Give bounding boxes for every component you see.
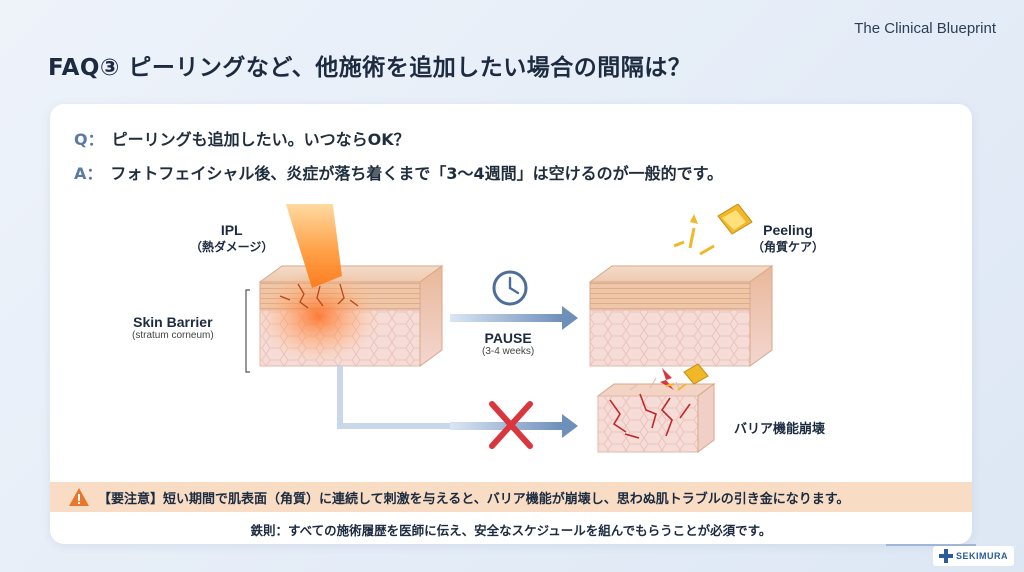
- ipl-beam: [285, 204, 342, 288]
- content-card: Q： ピーリングも追加したい。いつならOK？ A： フォトフェイシャル後、炎症が落ち…: [50, 104, 972, 544]
- logo-mark-icon: [938, 549, 953, 563]
- interval-diagram: IPL （熱ダメージ） Skin Barrier (stratum corneu…: [50, 204, 972, 484]
- answer-text: フォトフェイシャル後、炎症が落ち着くまで「3〜4週間」は空けるのが一般的です。: [110, 164, 724, 183]
- ipl-label-en: IPL: [220, 222, 243, 238]
- company-logo: SEKIMURA: [932, 546, 1014, 566]
- barrier-collapse-text: バリア機能崩壊: [734, 422, 826, 437]
- page-title: FAQ③ ピーリングなど、他施術を追加したい場合の間隔は？: [48, 55, 692, 81]
- clock-icon: [492, 270, 528, 306]
- lightning-icon: [660, 368, 674, 390]
- brand-label: The Clinical Blueprint: [854, 20, 996, 37]
- barrier-collapse-label: バリア機能崩壊: [734, 418, 825, 437]
- barrier-bracket: [245, 289, 250, 373]
- corner-decoration: [886, 544, 976, 546]
- pause-arrow: [450, 314, 562, 322]
- peeling-label-jp: （角質ケア）: [752, 240, 825, 254]
- rule-text: 鉄則：すべての施術履歴を医師に伝え、安全なスケジュールを組んでもらうことが必須で…: [250, 523, 772, 538]
- peeling-tool-small-icon: [665, 363, 709, 391]
- answer-row: A： フォトフェイシャル後、炎症が落ち着くまで「3〜4週間」は空けるのが一般的です…: [74, 160, 723, 184]
- question-row: Q： ピーリングも追加したい。いつならOK？: [74, 126, 410, 150]
- warning-icon: [69, 488, 89, 506]
- skin-block-ipl: [256, 265, 444, 367]
- skin-block-peeling: [588, 265, 774, 367]
- logo-text: SEKIMURA: [955, 551, 1008, 561]
- question-tag: Q：: [74, 130, 104, 149]
- peeling-label-en: Peeling: [763, 222, 813, 238]
- prohibited-cross-icon: [489, 401, 533, 449]
- warning-bar: 【要注意】短い期間で肌表面（角質）に連続して刺激を与えると、バリア機能が崩壊し、…: [50, 482, 972, 512]
- ipl-label: IPL （熱ダメージ）: [190, 222, 273, 255]
- skin-barrier-label-sub: (stratum corneum): [132, 330, 214, 341]
- skin-block-damaged: [596, 377, 716, 453]
- skin-barrier-label: Skin Barrier (stratum corneum): [132, 314, 214, 341]
- peeling-label: Peeling （角質ケア）: [752, 222, 824, 255]
- question-text: ピーリングも追加したい。いつならOK？: [111, 130, 410, 149]
- peeling-tool-icon: [673, 204, 753, 256]
- ipl-label-jp: （熱ダメージ）: [190, 240, 274, 254]
- skin-barrier-label-en: Skin Barrier: [133, 314, 213, 330]
- answer-tag: A：: [74, 164, 103, 183]
- pause-label-sub: (3-4 weeks): [482, 346, 535, 357]
- pause-label: PAUSE (3-4 weeks): [482, 330, 534, 357]
- pause-label-en: PAUSE: [484, 330, 532, 346]
- warning-text: 【要注意】短い期間で肌表面（角質）に連続して刺激を与えると、バリア機能が崩壊し、…: [98, 491, 850, 507]
